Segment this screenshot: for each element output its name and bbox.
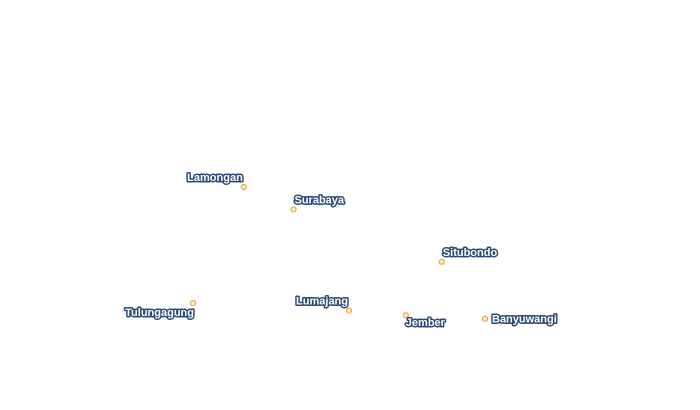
- city-situbondo[interactable]: Situbondo: [438, 245, 499, 265]
- city-banyuwangi[interactable]: Banyuwangi: [481, 312, 558, 327]
- city-jember[interactable]: Jember: [402, 312, 447, 331]
- city-marker-lumajang[interactable]: [345, 307, 353, 314]
- city-tulungagung[interactable]: Tulungagung: [124, 300, 197, 321]
- city-label-lumajang: Lumajang: [296, 296, 348, 308]
- city-marker-lamongan[interactable]: [240, 183, 247, 191]
- city-label-jember: Jember: [406, 317, 446, 329]
- city-marker-surabaya[interactable]: [290, 206, 297, 213]
- city-label-tulungagung: Tulungagung: [125, 307, 194, 319]
- city-lamongan[interactable]: Lamongan: [186, 171, 247, 191]
- city-marker-tulungagung[interactable]: [189, 300, 197, 307]
- city-label-situbondo: Situbondo: [443, 247, 498, 259]
- city-lumajang[interactable]: Lumajang: [295, 294, 353, 314]
- city-marker-situbondo[interactable]: [438, 258, 445, 265]
- city-marker-banyuwangi[interactable]: [481, 315, 489, 322]
- city-label-banyuwangi: Banyuwangi: [492, 314, 557, 326]
- city-surabaya[interactable]: Surabaya: [290, 193, 346, 213]
- city-label-lamongan: Lamongan: [187, 172, 243, 184]
- city-marker-jember[interactable]: [402, 312, 409, 319]
- city-label-surabaya: Surabaya: [295, 194, 345, 206]
